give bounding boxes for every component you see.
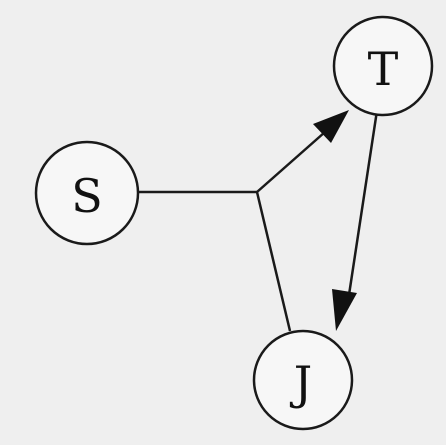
edge-junction-to-j	[255, 191, 292, 332]
node-j: J	[252, 329, 354, 431]
node-t: T	[332, 15, 434, 117]
edge-junction-to-t	[256, 131, 326, 193]
node-s: S	[34, 140, 140, 246]
node-j-label: J	[290, 356, 312, 410]
node-s-label: S	[71, 169, 103, 223]
arrowhead-to-j	[332, 289, 357, 331]
node-j-circle	[252, 329, 354, 431]
node-s-circle	[34, 140, 140, 246]
edge-t-to-j	[345, 103, 380, 309]
node-t-circle	[332, 15, 434, 117]
node-t-label: T	[368, 42, 399, 96]
arrowhead-to-t	[313, 110, 349, 143]
